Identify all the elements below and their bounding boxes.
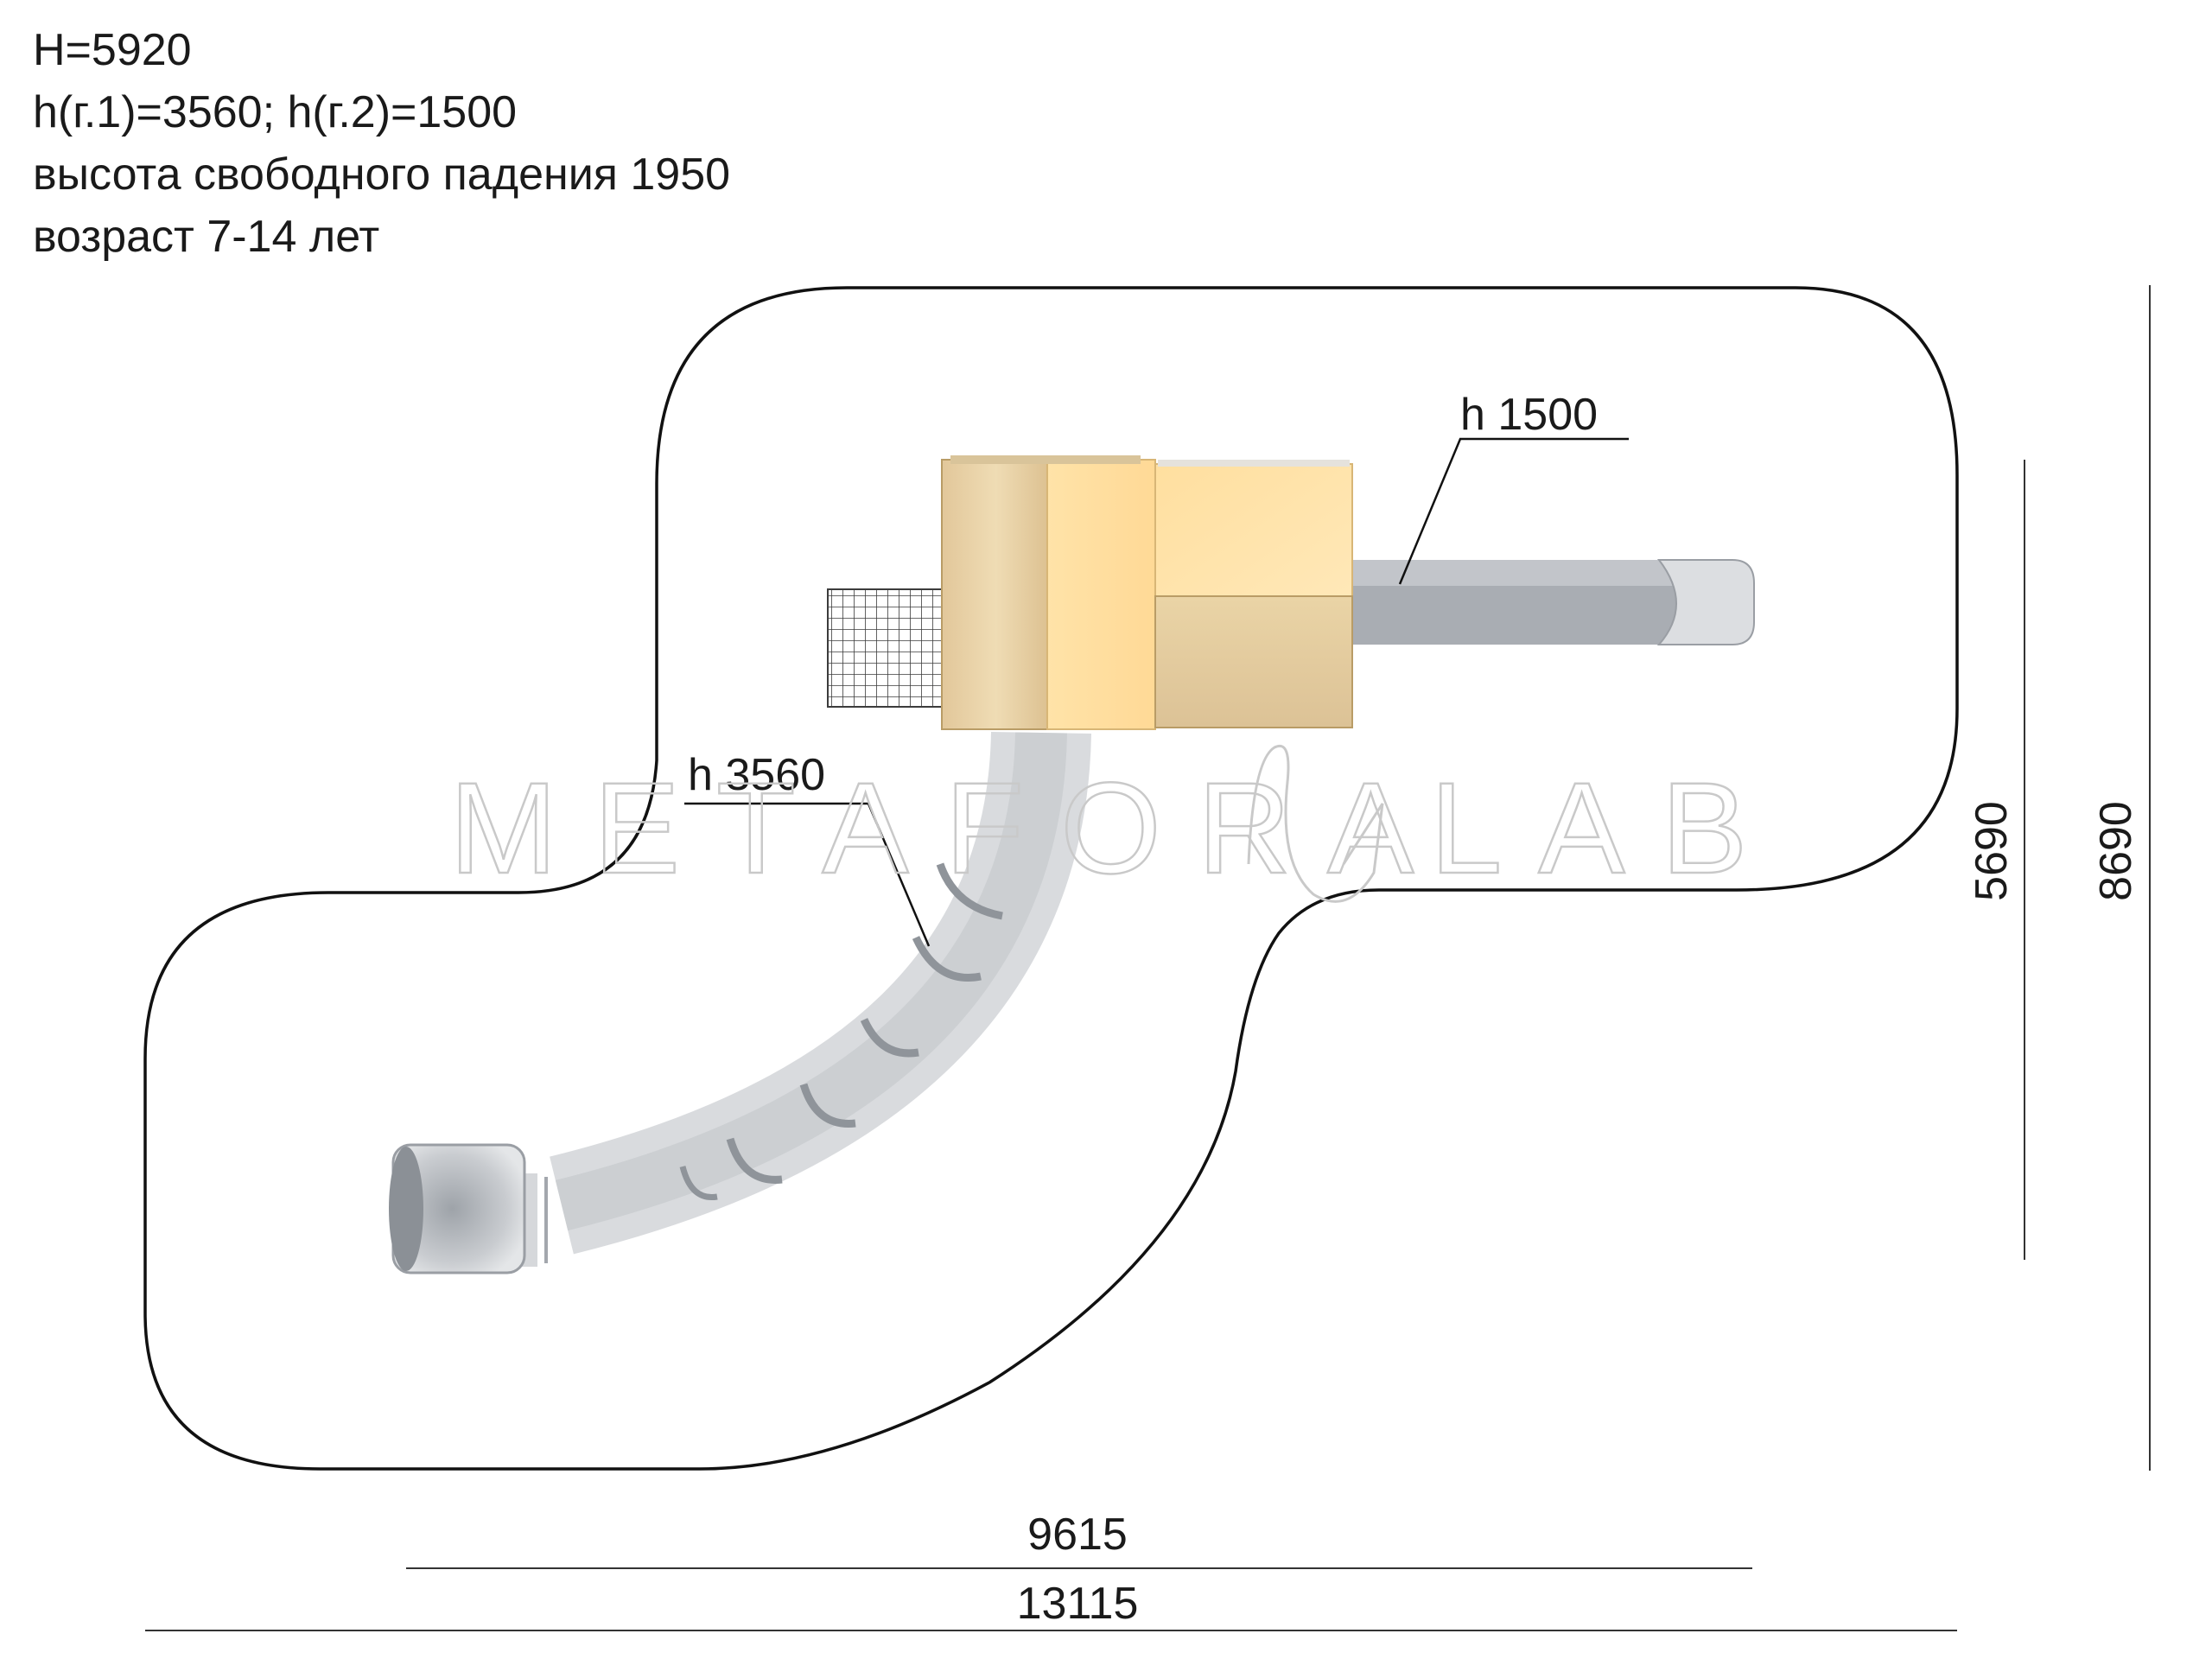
tube-rib xyxy=(679,1166,718,1201)
dimension-height-inner: 5690 xyxy=(1967,801,2017,901)
watermark-left: METAFORA xyxy=(449,755,1450,900)
total-height-label: H=5920 xyxy=(33,25,192,75)
tube-slide-highlight xyxy=(555,732,1067,1231)
tower-low-deck xyxy=(1154,595,1353,728)
tube-rib xyxy=(799,1083,856,1128)
straight-slide xyxy=(1352,559,1755,645)
free-fall-height-label: высота свободного падения 1950 xyxy=(33,149,731,200)
platform-heights-label: h(г.1)=3560; h(г.2)=1500 xyxy=(33,87,518,137)
watermark-right: LAB xyxy=(1430,755,1784,900)
tower-high xyxy=(941,455,1156,730)
tower-high-roof xyxy=(1046,459,1156,730)
tube-slide-exit-opening xyxy=(389,1147,423,1271)
callout-label-low: h 1500 xyxy=(1460,390,1598,440)
tube-rib xyxy=(726,1137,783,1184)
tower-high-roof-top xyxy=(950,455,1141,464)
tower-low-roof xyxy=(1154,463,1353,599)
dimension-height-outer: 8690 xyxy=(2091,801,2141,901)
safety-zone-outline xyxy=(143,286,1959,1471)
tube-rib xyxy=(860,1018,919,1058)
straight-slide-exit xyxy=(1656,559,1755,645)
callout-label-high: h 3560 xyxy=(688,750,825,800)
tube-slide xyxy=(389,731,1091,1274)
age-range-label: возраст 7-14 лет xyxy=(33,212,380,262)
callout-leader-low xyxy=(1398,437,1629,585)
watermark-logo-mark xyxy=(1247,744,1384,903)
climbing-net xyxy=(827,588,946,708)
tower-low xyxy=(1154,460,1353,728)
dimension-width-inner: 9615 xyxy=(1027,1510,1128,1560)
tube-rib xyxy=(912,936,982,982)
tower-high-wall xyxy=(941,459,1051,730)
tube-rib xyxy=(936,862,1003,920)
callout-leader-high xyxy=(684,802,931,947)
dimension-width-outer: 13115 xyxy=(1017,1579,1139,1629)
tower-low-roof-top xyxy=(1158,460,1350,467)
